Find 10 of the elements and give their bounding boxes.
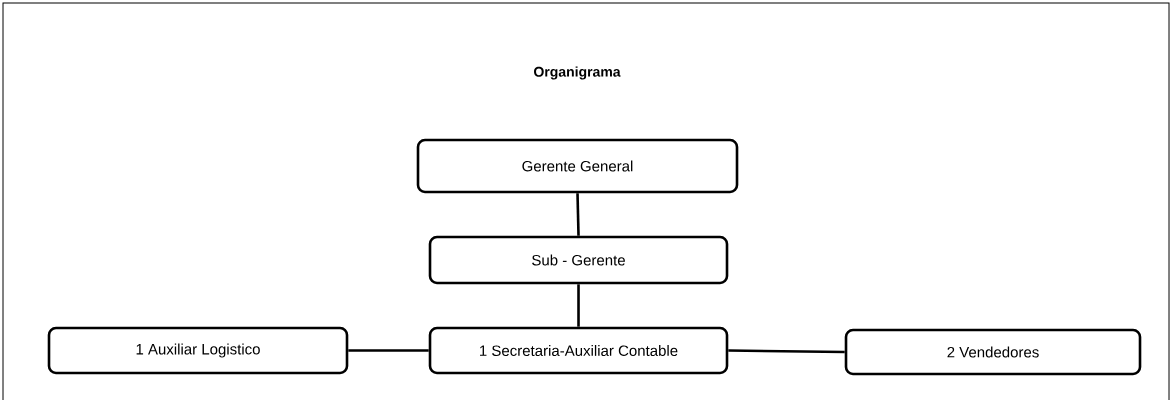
- title: Organigrama: [534, 66, 621, 80]
- position-box: 1 Auxiliar Logistico: [47, 326, 349, 375]
- position-box: Sub - Gerente: [428, 235, 729, 285]
- position-box: 1 Secretaria-Auxiliar Contable: [428, 326, 729, 375]
- position-box: 2 Vendedores: [844, 328, 1142, 376]
- connector-line: [728, 349, 845, 354]
- connector-line: [348, 349, 429, 352]
- connector-line: [577, 284, 580, 327]
- position-box: Gerente General: [416, 138, 739, 194]
- connector-line: [576, 193, 580, 236]
